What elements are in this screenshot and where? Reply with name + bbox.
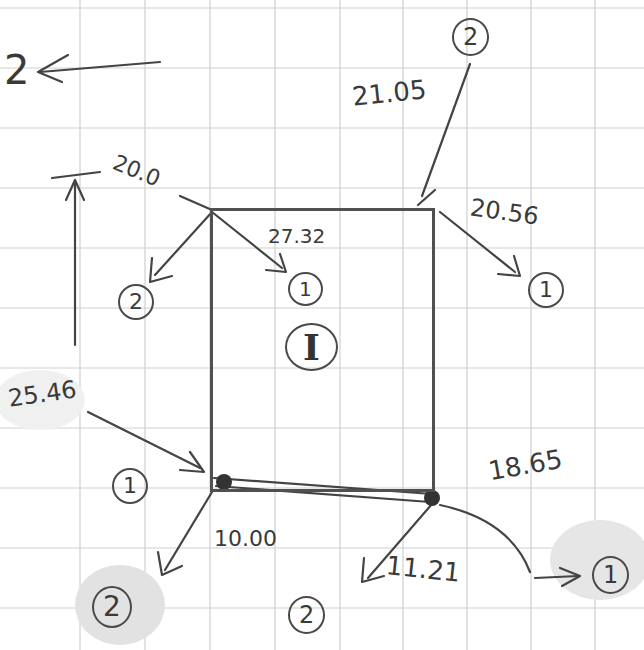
- sketch-square: I: [210, 208, 435, 492]
- callout-number: 2: [452, 18, 489, 56]
- dimension-label: 20.0: [110, 152, 164, 191]
- callout-number: 1: [112, 468, 148, 504]
- callout-number: 2: [118, 284, 154, 320]
- dimension-label: 18.65: [486, 446, 564, 485]
- dimension-label: 21.05: [351, 76, 428, 110]
- dimension-label: 20.56: [469, 195, 540, 228]
- dimension-label: 27.32: [268, 226, 325, 246]
- callout-number: 1: [288, 272, 323, 306]
- dimension-label: 10.00: [214, 528, 277, 550]
- callout-number: 1: [528, 272, 564, 308]
- callout-number: 2: [92, 586, 132, 628]
- dimension-label: 2: [4, 50, 29, 90]
- callout-number: 2: [288, 596, 325, 634]
- dimension-label: 11.21: [385, 552, 462, 586]
- callout-number: 1: [592, 556, 629, 594]
- part-label: I: [285, 323, 338, 371]
